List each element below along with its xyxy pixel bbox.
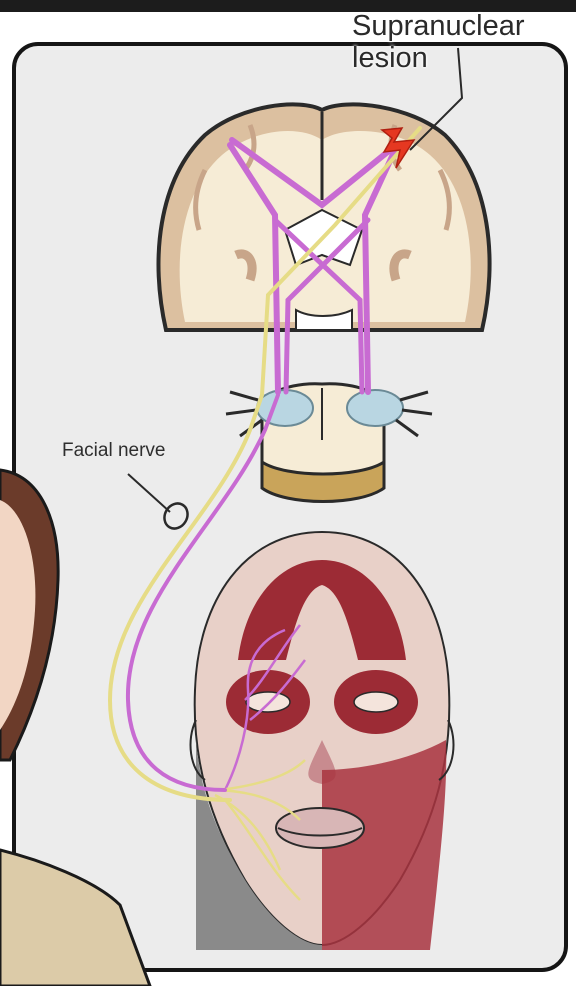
brain-coronal-section <box>158 104 489 330</box>
facial-nerve-ring <box>160 499 192 533</box>
head-anatomy <box>190 532 453 950</box>
facial-nerve-leader-line <box>128 474 170 512</box>
left-facial-nucleus <box>257 390 313 426</box>
facial-nerve-label: Facial nerve <box>62 440 166 462</box>
supranuclear-lesion-label: Supranuclear lesion <box>352 10 562 74</box>
person-figure <box>0 470 150 986</box>
right-facial-nucleus <box>347 390 403 426</box>
